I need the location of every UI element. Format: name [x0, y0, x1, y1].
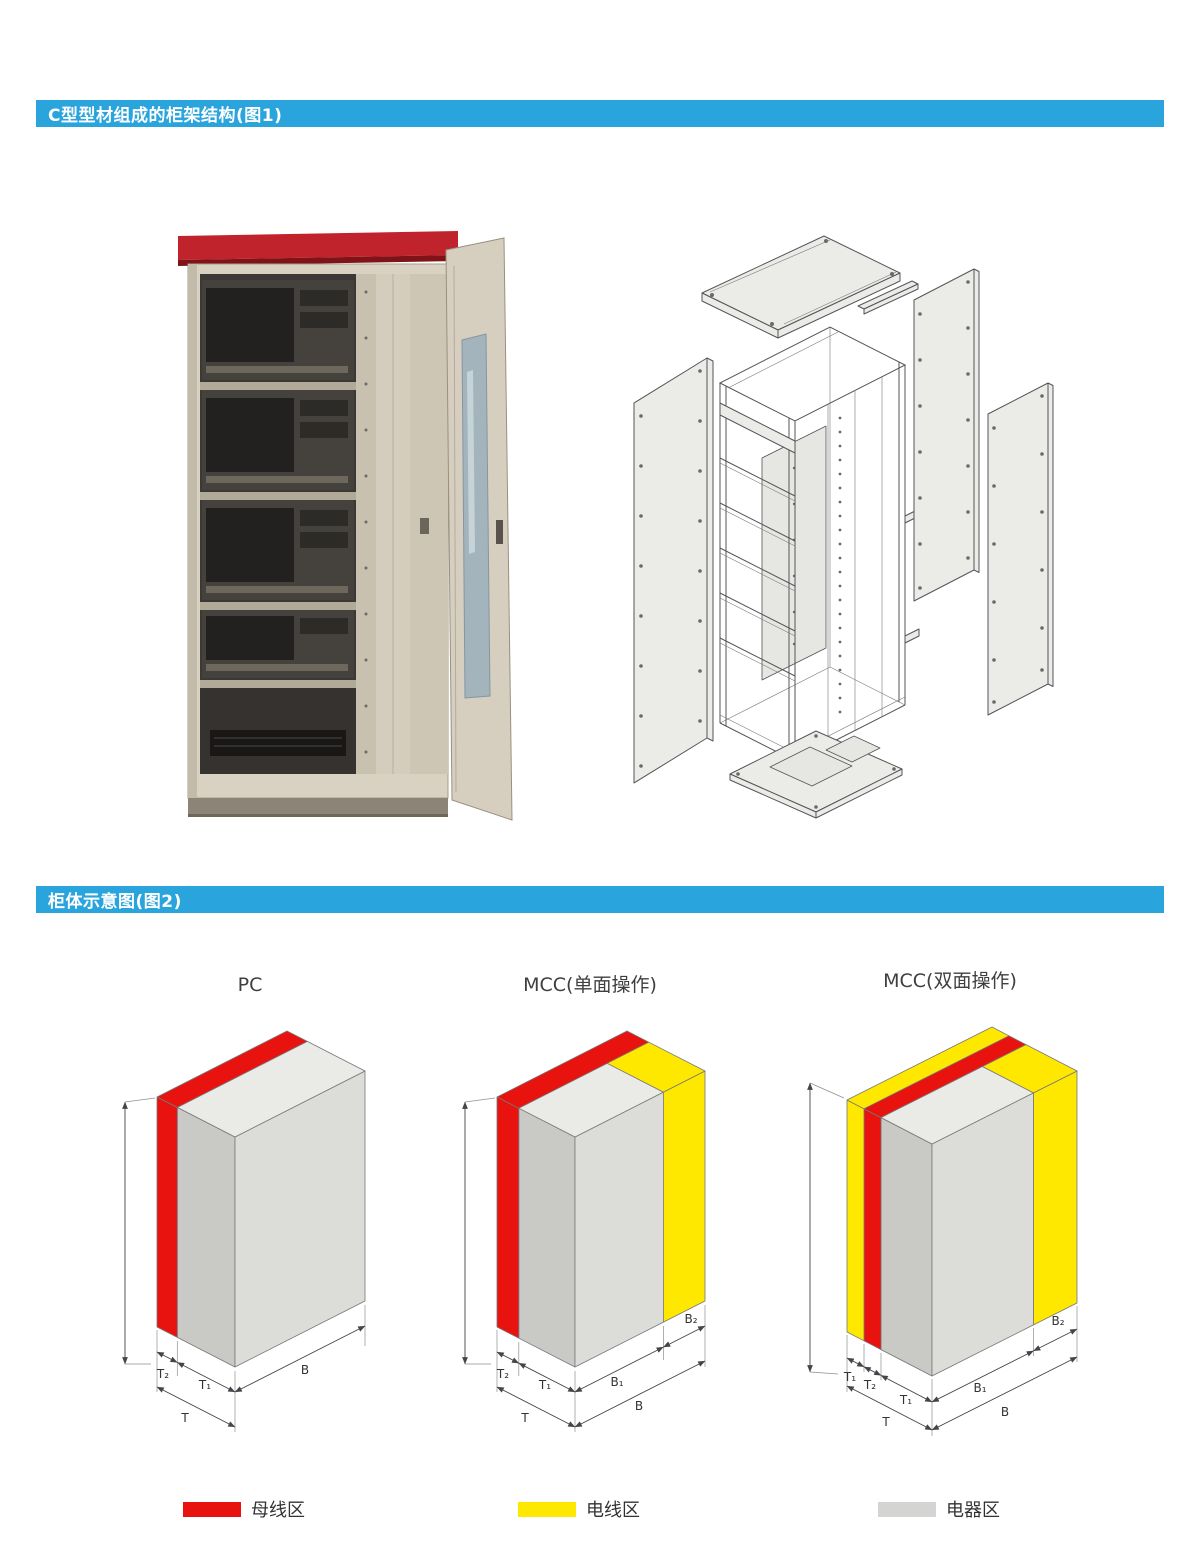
equipment-color-swatch: [878, 1501, 936, 1517]
diagram-mcc-single: MCC(单面操作): [425, 970, 755, 1466]
wire-color-swatch: [518, 1501, 576, 1517]
exploded-bottom-plate: [729, 730, 903, 819]
exploded-side-panel-1: [913, 268, 980, 602]
legend-item-busbar: 母线区: [183, 1496, 305, 1522]
legend-item-equipment: 电器区: [878, 1496, 1000, 1522]
section2-header-bar: 柜体示意图(图2): [36, 886, 1164, 913]
legend-item-wire: 电线区: [518, 1496, 640, 1522]
diagram-pc-drawing: T₂ T₁ T B: [122, 1030, 366, 1432]
busbar-color-swatch: [183, 1501, 241, 1517]
cabinet-photo: [178, 231, 513, 821]
diagram-mcc-double-label: MCC(双面操作): [883, 970, 1017, 992]
dim-label-t2: T₂: [863, 1378, 876, 1392]
dim-label-t1a: T₁: [843, 1370, 856, 1384]
door-lock: [420, 518, 429, 534]
cabinet-plinth: [188, 798, 448, 817]
section1-header-bar: C型型材组成的柜架结构(图1): [36, 100, 1164, 127]
exploded-frame-skeleton: [718, 326, 920, 762]
diagram-mcc-double: MCC(双面操作): [780, 966, 1120, 1477]
cabinet-open-door: [445, 237, 513, 821]
pc-box: [156, 1030, 366, 1368]
mcc1-box: [496, 1030, 706, 1368]
diagram-mcc-single-drawing: T₂ T₁ T B₁ B₂ B: [462, 1030, 706, 1432]
dim-label-b2: B₂: [1051, 1314, 1064, 1328]
dim-label-t1b: T₁: [899, 1393, 912, 1407]
dim-label-t: T: [520, 1411, 529, 1425]
pc-dimensions: T₂ T₁ T B: [122, 1097, 366, 1432]
door-handle: [496, 520, 503, 544]
diagram-pc: PC: [85, 970, 415, 1466]
dim-label-t: T: [180, 1411, 189, 1425]
cabinet-mounting-columns: [356, 274, 448, 774]
dim-label-t: T: [881, 1415, 890, 1429]
exploded-side-panel-2: [987, 382, 1054, 716]
exploded-top-cover: [701, 235, 901, 339]
dim-label-b: B: [1001, 1405, 1009, 1419]
diagram-mcc-single-label: MCC(单面操作): [523, 974, 657, 996]
exploded-top-rail: [857, 280, 919, 315]
legend-label-busbar: 母线区: [251, 1500, 305, 1521]
mcc1-dimensions: T₂ T₁ T B₁ B₂ B: [462, 1097, 706, 1432]
mcc2-box: [846, 1026, 1078, 1377]
legend-label-equipment: 电器区: [946, 1500, 1000, 1521]
dim-label-b2: B₂: [684, 1312, 697, 1326]
dim-label-b: B: [635, 1399, 643, 1413]
exploded-rear-panel: [633, 357, 714, 784]
dim-label-b1: B₁: [610, 1375, 623, 1389]
door-glass: [461, 333, 491, 699]
exploded-frame-diagram: [633, 235, 1054, 819]
cabinet-top-cap: [178, 231, 458, 266]
legend-label-wire: 电线区: [586, 1500, 640, 1521]
dim-label-b: B: [301, 1363, 309, 1377]
dim-label-b1: B₁: [973, 1381, 986, 1395]
cabinet-interior: [200, 274, 356, 774]
dim-label-t1: T₁: [538, 1378, 551, 1392]
dim-label-t1: T₁: [198, 1378, 211, 1392]
dim-label-t2: T₂: [496, 1367, 509, 1381]
mcc2-dimensions: T₁ T₂ T₁ T B₁ B₂ B: [807, 1082, 1078, 1436]
section2-title: 柜体示意图(图2): [48, 892, 182, 912]
diagram-pc-label: PC: [237, 974, 263, 996]
dim-label-t2: T₂: [156, 1367, 169, 1381]
section1-title: C型型材组成的柜架结构(图1): [48, 106, 283, 126]
diagram-mcc-double-drawing: T₁ T₂ T₁ T B₁ B₂ B: [807, 1026, 1078, 1436]
